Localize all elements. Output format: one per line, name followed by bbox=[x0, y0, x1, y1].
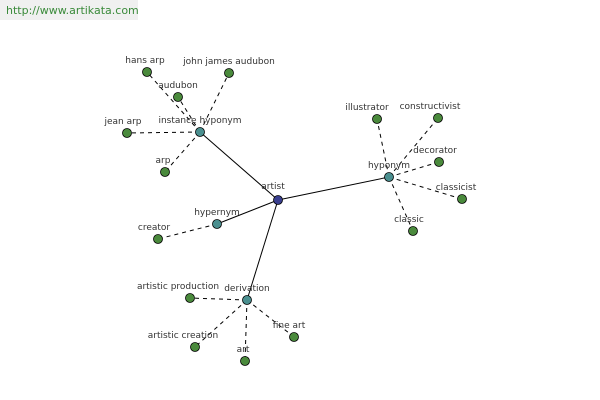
label-decorator: decorator bbox=[413, 146, 457, 156]
label-instance-hyponym: instance hyponym bbox=[158, 116, 241, 126]
url-bar: http://www.artikata.com bbox=[0, 0, 139, 20]
node-hyponym[interactable] bbox=[384, 172, 394, 182]
edge-instance-hyponym-john-james-audubon bbox=[199, 72, 230, 133]
label-classic: classic bbox=[394, 215, 424, 225]
edge-hyponym-decorator bbox=[388, 161, 440, 178]
label-fine-art: fine art bbox=[273, 321, 306, 331]
label-artist: artist bbox=[261, 182, 285, 192]
site-url-link[interactable]: http://www.artikata.com bbox=[6, 4, 139, 17]
label-creator: creator bbox=[138, 223, 171, 233]
edge-hyponym-classic bbox=[388, 176, 414, 232]
label-hyponym: hyponym bbox=[368, 161, 410, 171]
edges bbox=[126, 71, 463, 362]
edge-derivation-art bbox=[244, 299, 248, 362]
edge-artist-derivation bbox=[246, 199, 279, 301]
edge-hypernym-creator bbox=[157, 223, 218, 240]
nodes bbox=[122, 67, 467, 366]
edge-instance-hyponym-hans-arp bbox=[146, 71, 201, 133]
label-audubon: audubon bbox=[158, 81, 198, 91]
label-artistic-creation: artistic creation bbox=[148, 331, 219, 341]
label-hans-arp: hans arp bbox=[125, 56, 165, 66]
node-illustrator[interactable] bbox=[372, 114, 382, 124]
label-arp: arp bbox=[156, 156, 171, 166]
node-artistic-production[interactable] bbox=[185, 293, 195, 303]
label-classicist: classicist bbox=[436, 183, 477, 193]
node-classicist[interactable] bbox=[457, 194, 467, 204]
node-arp[interactable] bbox=[160, 167, 170, 177]
edge-hyponym-illustrator bbox=[376, 118, 390, 178]
edge-artist-instance-hyponym bbox=[199, 131, 279, 201]
edge-artist-hypernym bbox=[216, 199, 279, 225]
node-decorator[interactable] bbox=[434, 157, 444, 167]
node-constructivist[interactable] bbox=[433, 113, 443, 123]
node-john-james-audubon[interactable] bbox=[224, 68, 234, 78]
label-art: art bbox=[237, 345, 250, 355]
label-hypernym: hypernym bbox=[194, 208, 240, 218]
node-creator[interactable] bbox=[153, 234, 163, 244]
node-fine-art[interactable] bbox=[289, 332, 299, 342]
node-classic[interactable] bbox=[408, 226, 418, 236]
node-hans-arp[interactable] bbox=[142, 67, 152, 77]
label-john-james-audubon: john james audubon bbox=[182, 57, 275, 67]
node-audubon[interactable] bbox=[173, 92, 183, 102]
edge-derivation-fine-art bbox=[246, 299, 295, 338]
edge-instance-hyponym-arp bbox=[164, 131, 201, 173]
label-constructivist: constructivist bbox=[400, 102, 461, 112]
node-artistic-creation[interactable] bbox=[190, 342, 200, 352]
node-instance-hyponym[interactable] bbox=[195, 127, 205, 137]
node-derivation[interactable] bbox=[242, 295, 252, 305]
edge-instance-hyponym-audubon bbox=[177, 96, 201, 133]
label-derivation: derivation bbox=[224, 284, 270, 294]
label-jean-arp: jean arp bbox=[103, 117, 141, 127]
edge-derivation-artistic-creation bbox=[194, 299, 248, 348]
node-artist[interactable] bbox=[273, 195, 283, 205]
labels: hans arp john james audubon audubon jean ar… bbox=[103, 56, 476, 355]
label-artistic-production: artistic production bbox=[137, 282, 219, 292]
edge-instance-hyponym-jean-arp bbox=[126, 131, 201, 134]
edge-artist-hyponym bbox=[277, 176, 390, 201]
edge-derivation-artistic-production bbox=[189, 297, 248, 301]
label-illustrator: illustrator bbox=[345, 103, 389, 113]
node-hypernym[interactable] bbox=[212, 219, 222, 229]
node-art[interactable] bbox=[240, 356, 250, 366]
node-jean-arp[interactable] bbox=[122, 128, 132, 138]
